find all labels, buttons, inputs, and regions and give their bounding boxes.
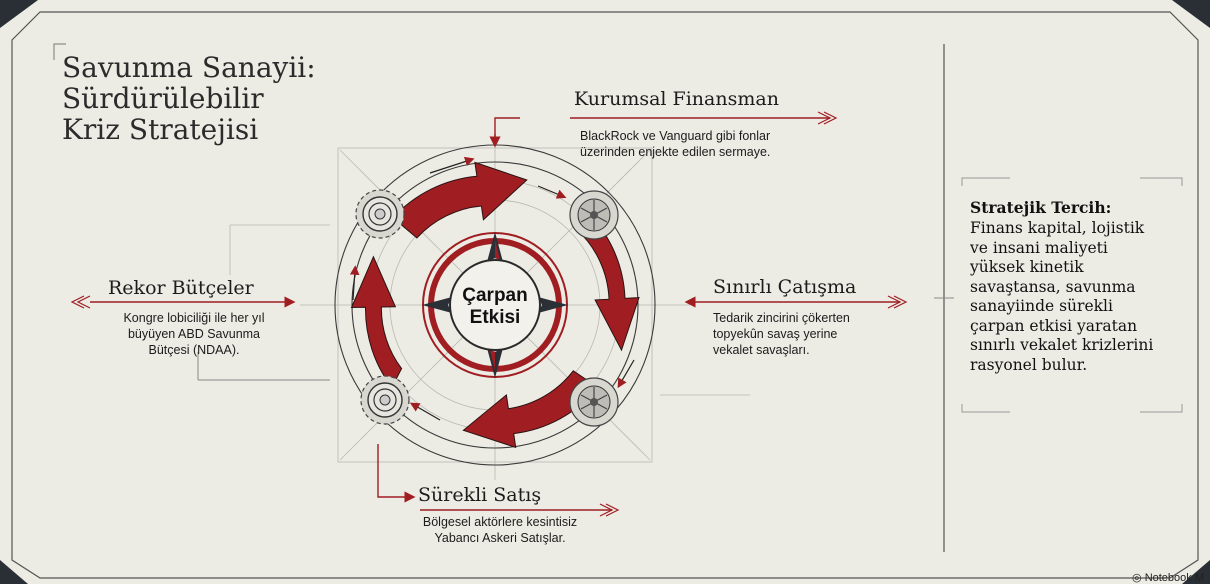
watermark: ◎ Notebook M	[1132, 571, 1204, 584]
desc-line: Kongre lobiciliği ile her yıl	[123, 311, 265, 325]
title-line: Kriz Stratejisi	[62, 113, 259, 146]
desc-line: topyekûn savaş yerine	[713, 327, 838, 341]
page-title: Savunma Sanayii: Sürdürülebilir Kriz Str…	[62, 52, 392, 145]
node-desc-surekli-satis: Bölgesel aktörlere kesintisiz Yabancı As…	[395, 514, 605, 546]
title-line: Sürdürülebilir	[62, 82, 264, 115]
desc-line: Bütçesi (NDAA).	[148, 343, 240, 357]
node-desc-sinirli-catisma: Tedarik zincirini çökerten topyekûn sava…	[713, 310, 850, 358]
connector-lines	[70, 111, 908, 517]
desc-line: büyüyen ABD Savunma	[127, 327, 261, 341]
node-heading-surekli-satis: Sürekli Satış	[418, 484, 542, 506]
desc-line: Bölgesel aktörlere kesintisiz	[422, 515, 578, 529]
sidebar-line: çarpan etkisi yaratan	[970, 316, 1138, 335]
sidebar-line: rasyonel bulur.	[970, 355, 1088, 374]
turbine-icon	[569, 377, 619, 427]
sidebar-brackets	[961, 177, 1183, 413]
sidebar-line: ve insani maliyeti	[970, 238, 1108, 257]
track-flow-arrows	[349, 156, 635, 421]
node-desc-kurumsal-finansman: BlackRock ve Vanguard gibi fonlar üzerin…	[580, 128, 770, 160]
sidebar-line: savaştansa, savunma	[970, 277, 1136, 296]
watermark-text: Notebook M	[1144, 572, 1204, 584]
center-label-line: Çarpan	[462, 285, 528, 306]
notebook-logo-icon: ◎	[1132, 572, 1142, 584]
sidebar-line: sanayiinde sürekli	[970, 297, 1113, 315]
gear-icon	[360, 375, 410, 425]
sidebar-text: Finans kapital, lojistik ve insani maliy…	[970, 219, 1190, 375]
center-label-line: Etkisi	[469, 307, 521, 328]
desc-line: Tedarik zincirini çökerten	[713, 311, 850, 325]
node-heading-kurumsal-finansman: Kurumsal Finansman	[574, 88, 779, 110]
sidebar-line: sınırlı vekalet krizlerini	[970, 336, 1154, 354]
gear-icon	[355, 189, 405, 239]
desc-line: üzerinden enjekte edilen sermaye.	[580, 145, 771, 159]
title-bracket	[53, 43, 66, 60]
cycle-arrow-icon	[392, 161, 528, 239]
cycle-arrows	[350, 161, 640, 449]
node-heading-sinirli-catisma: Sınırlı Çatışma	[713, 276, 857, 298]
desc-line: BlackRock ve Vanguard gibi fonlar	[580, 129, 771, 143]
node-desc-rekor-butceler: Kongre lobiciliği ile her yıl büyüyen AB…	[94, 310, 294, 358]
sidebar-title: Stratejik Tercih:	[970, 198, 1112, 217]
compass-rose-icon	[422, 232, 568, 378]
sidebar-line: Finans kapital, lojistik	[970, 219, 1145, 237]
cycle-arrow-icon	[350, 255, 403, 389]
sidebar-line: yüksek kinetik	[970, 258, 1084, 276]
turbine-icon	[569, 190, 619, 240]
desc-line: vekalet savaşları.	[713, 343, 810, 357]
page-frame	[11, 11, 1199, 579]
title-line: Savunma Sanayii:	[62, 51, 316, 84]
center-label: Çarpan Etkisi	[440, 285, 550, 329]
node-heading-rekor-butceler: Rekor Bütçeler	[108, 277, 254, 299]
desc-line: Yabancı Askeri Satışlar.	[434, 531, 566, 545]
